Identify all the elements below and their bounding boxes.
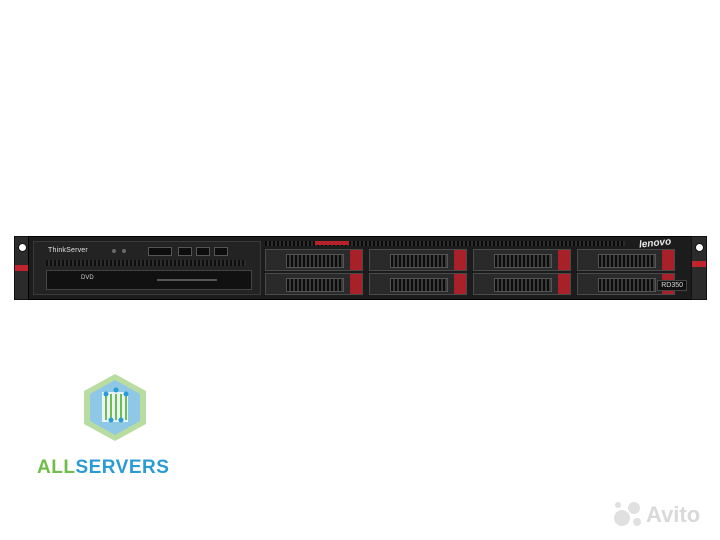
bay-grill [390,278,448,292]
ear-accent [15,265,29,271]
bay-latch [454,274,466,294]
bay-grill [494,254,552,268]
vent-grille [46,260,246,266]
drive-label: DVD [81,275,94,281]
bay-latch [350,250,362,270]
drive-bay [473,273,571,295]
bay-latch [454,250,466,270]
front-ports [112,247,252,257]
chassis-front: ThinkServer DVD lenovo [28,236,693,300]
drive-bay [265,249,363,271]
drive-bay-area: lenovo [265,236,683,295]
drive-bay [369,273,467,295]
bay-grill [494,278,552,292]
allservers-wordmark: ALLSERVERS [37,457,169,479]
brand-part-servers: SERVERS [75,457,170,478]
vga-port [148,247,172,256]
bay-grill [286,254,344,268]
bay-latch [558,274,570,294]
optical-drive: DVD [46,270,252,290]
drive-bay [577,249,675,271]
brand-label: ThinkServer [48,247,88,254]
mount-hole [695,243,704,252]
drive-bay [265,273,363,295]
avito-text: Avito [646,502,701,527]
bay-grill [598,254,656,268]
bay-latch [350,274,362,294]
led-indicator [122,249,126,253]
allservers-logo-icon [80,372,150,442]
control-panel: ThinkServer DVD [33,241,261,295]
disc-slot [157,279,217,281]
mount-hole [18,243,27,252]
brand-part-all: ALL [37,457,76,478]
red-accent [315,241,349,245]
drive-bay [369,249,467,271]
drive-bay [473,249,571,271]
bay-latch [558,250,570,270]
bay-grill [286,278,344,292]
right-rack-ear [691,236,707,300]
usb-port [214,247,228,256]
led-indicator [112,249,116,253]
model-label: RD350 [657,280,687,291]
ear-accent [692,261,706,267]
usb-port [178,247,192,256]
usb-port [196,247,210,256]
bay-grill [390,254,448,268]
top-vent [265,241,625,246]
avito-dots-icon [614,502,641,526]
bay-latch [662,250,674,270]
server-unit: ThinkServer DVD lenovo [14,236,707,300]
bay-grill [598,278,656,292]
avito-watermark: Avito [612,500,708,528]
